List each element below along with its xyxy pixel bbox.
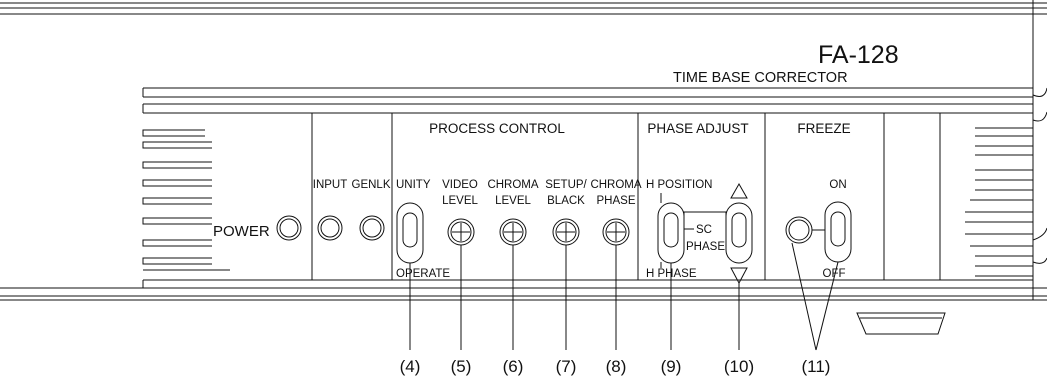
chroma-level-knob[interactable] <box>499 218 527 246</box>
left-vent-grille <box>142 129 230 271</box>
panel-top-rails <box>142 87 1033 114</box>
panel-bottom-rails <box>0 279 1047 301</box>
section-process-control: PROCESS CONTROL <box>429 121 565 136</box>
callout-8: (8) <box>606 357 627 376</box>
setup-black-label-2: BLACK <box>547 195 585 207</box>
h-position-label: H POSITION <box>646 179 712 191</box>
genlk-label: GENLK <box>352 179 391 191</box>
power-label: POWER <box>213 223 270 240</box>
genlk-indicator <box>359 215 385 241</box>
side-bracket-curves <box>1032 87 1047 264</box>
chroma-level-label-1: CHROMA <box>487 179 538 191</box>
sc-phase-bracket <box>683 211 727 220</box>
chassis-foot <box>856 312 946 335</box>
freeze-indicator <box>785 216 813 244</box>
video-level-knob[interactable] <box>447 218 475 246</box>
unity-label: UNITY <box>396 179 431 191</box>
callout-10: (10) <box>724 357 754 376</box>
operate-label: OPERATE <box>396 268 450 280</box>
power-button[interactable] <box>276 215 302 241</box>
chroma-phase-knob[interactable] <box>602 218 630 246</box>
sc-phase-toggle[interactable] <box>725 202 753 264</box>
freeze-toggle[interactable] <box>824 201 852 263</box>
chassis-top-lines <box>0 2 1047 15</box>
chroma-phase-label-2: PHASE <box>597 195 636 207</box>
section-dividers <box>311 113 941 280</box>
callout-11: (11) <box>802 357 831 376</box>
unity-operate-toggle[interactable] <box>396 202 424 264</box>
right-vent-grille <box>965 127 1033 277</box>
chroma-phase-label-1: CHROMA <box>590 179 641 191</box>
callout-leaders <box>409 242 839 351</box>
freeze-on-label: ON <box>829 179 846 191</box>
section-freeze: FREEZE <box>797 121 850 136</box>
video-level-label-1: VIDEO <box>442 179 478 191</box>
model-name: FA-128 <box>818 41 899 69</box>
callout-5: (5) <box>451 357 472 376</box>
sc-label: SC <box>696 224 712 236</box>
model-subtitle: TIME BASE CORRECTOR <box>673 70 848 86</box>
video-level-label-2: LEVEL <box>442 195 478 207</box>
triangle-up-icon <box>730 182 748 199</box>
setup-black-knob[interactable] <box>552 218 580 246</box>
callout-4: (4) <box>400 357 421 376</box>
callout-7: (7) <box>556 357 577 376</box>
callout-9: (9) <box>661 357 682 376</box>
input-label: INPUT <box>313 179 348 191</box>
triangle-down-icon <box>730 267 748 285</box>
h-position-phase-toggle[interactable] <box>657 202 685 264</box>
callout-6: (6) <box>503 357 524 376</box>
input-indicator <box>317 215 343 241</box>
chroma-level-label-2: LEVEL <box>495 195 531 207</box>
setup-black-label-1: SETUP/ <box>545 179 587 191</box>
sc-phase-label: PHASE <box>686 241 725 253</box>
freeze-off-label: OFF <box>823 268 846 280</box>
section-phase-adjust: PHASE ADJUST <box>647 121 748 136</box>
